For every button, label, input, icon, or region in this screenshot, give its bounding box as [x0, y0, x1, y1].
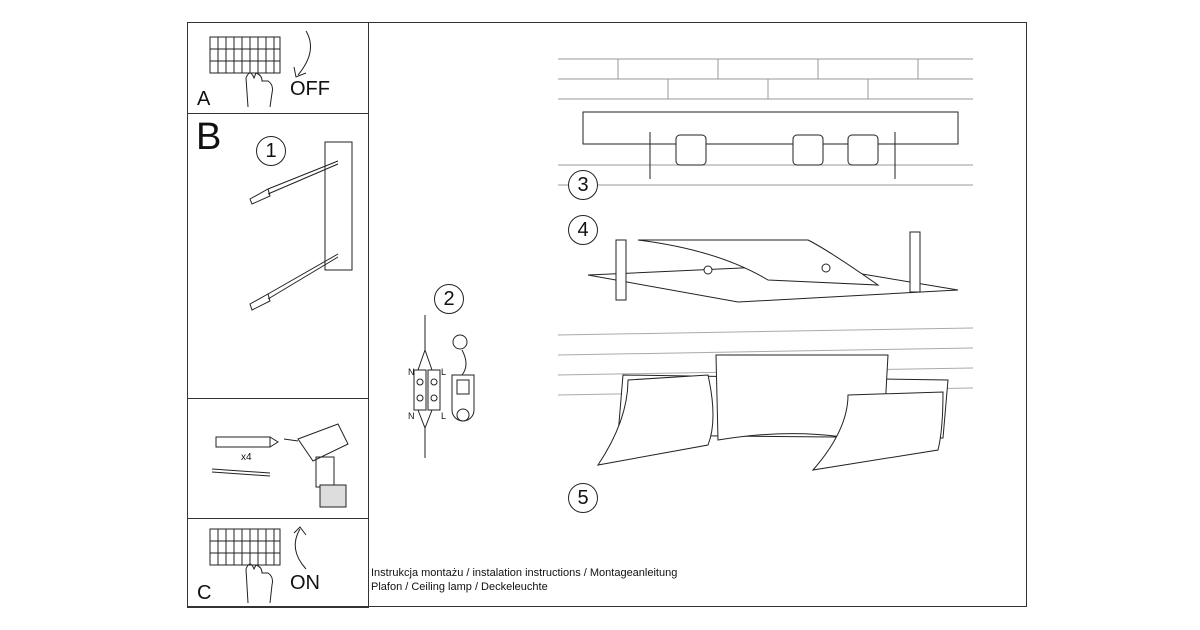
step-3-bracket-mounting-illustration	[558, 58, 973, 186]
breaker-panel-hand-icon	[209, 30, 311, 108]
quantity-label: x4	[241, 452, 252, 463]
step-5-badge: 5	[568, 483, 598, 513]
section-b-letter: B	[196, 116, 222, 158]
section-drill-tools: x4	[187, 398, 369, 519]
step-2-number: 2	[443, 287, 455, 310]
caption-line-2: Plafon / Ceiling lamp / Deckeleuchte	[371, 581, 548, 593]
terminal-n-bottom: N	[408, 411, 415, 421]
step-3-badge: 3	[568, 170, 598, 200]
step-4-shade-attachment-illustration	[587, 231, 959, 303]
section-a-power-off: A OFF	[187, 22, 369, 114]
breaker-panel-hand-icon	[209, 526, 307, 604]
step-4-number: 4	[577, 218, 589, 241]
terminal-l-top: L	[441, 367, 447, 377]
section-c-power-on: C ON	[187, 518, 369, 608]
step-5-finished-lamp-illustration	[557, 327, 974, 471]
off-label: OFF	[290, 78, 330, 100]
terminal-n-top: N	[408, 367, 415, 377]
caption: Instrukcja montażu / instalation instruc…	[371, 566, 677, 594]
caption-line-1: Instrukcja montażu / instalation instruc…	[371, 567, 678, 579]
drill-anchors-screw-icon	[211, 423, 349, 508]
on-label: ON	[290, 572, 320, 594]
wiring-terminal-diagram	[413, 315, 475, 458]
step-5-number: 5	[577, 486, 589, 509]
step-3-number: 3	[577, 173, 589, 196]
terminal-l-bottom: L	[441, 411, 447, 421]
step-1-badge: 1	[256, 136, 286, 166]
step-2-badge: 2	[434, 284, 464, 314]
step-1-number: 1	[265, 139, 277, 162]
section-b-mounting: B 1	[187, 113, 369, 399]
section-a-letter: A	[197, 88, 211, 110]
step-4-badge: 4	[568, 215, 598, 245]
section-c-letter: C	[197, 582, 212, 604]
wall-plate-screws-icon	[249, 141, 353, 311]
